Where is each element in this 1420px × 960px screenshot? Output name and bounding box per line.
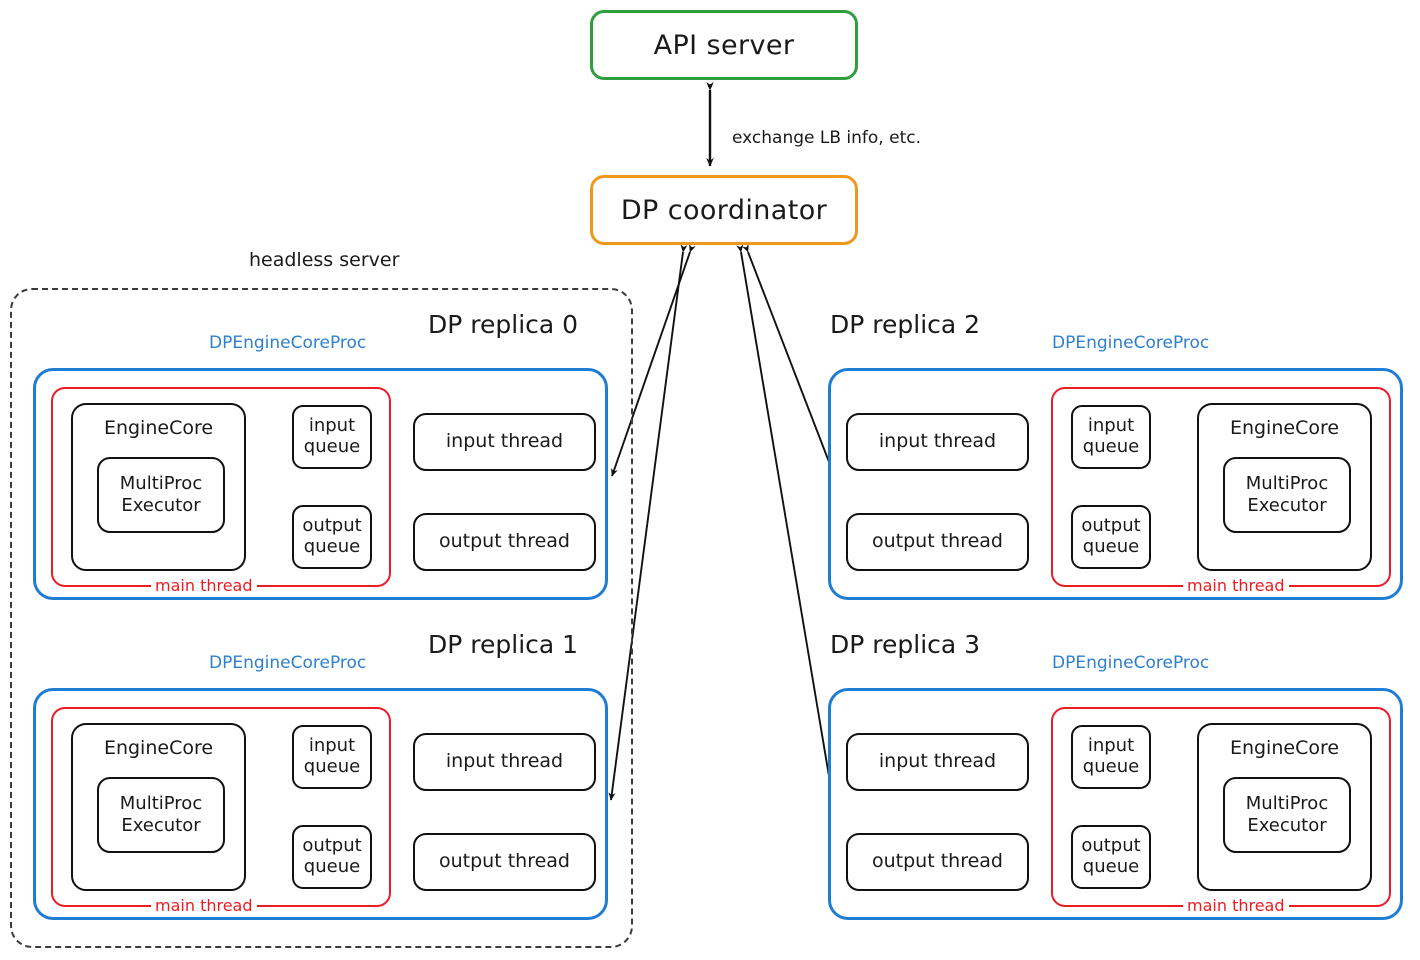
replica-3-title: DP replica 3 [830,630,981,659]
replica-0-main-thread-label: main thread [151,576,257,595]
replica-0-output-queue[interactable]: output queue [292,505,372,569]
multiproc-executor-line1: MultiProc [119,473,203,495]
headless-server-label: headless server [249,249,400,271]
replica-1-title: DP replica 1 [428,630,579,659]
replica-2-main-thread-label: main thread [1183,576,1289,595]
input-queue-line1: input [308,735,356,757]
replica-1-input-queue[interactable]: input queue [292,725,372,789]
output-queue-line2: queue [303,856,361,877]
output-queue-line2: queue [303,536,361,557]
multiproc-executor-line1: MultiProc [1245,793,1329,815]
replica-1-proc-box[interactable]: main thread EngineCore MultiProc Executo… [33,688,608,920]
output-thread-label: output thread [872,530,1003,553]
replica-0-multiproc-executor[interactable]: MultiProc Executor [97,457,225,533]
engine-core-label: EngineCore [1229,417,1340,439]
replica-0-engine-core[interactable]: EngineCore MultiProc Executor [71,403,246,571]
engine-core-label: EngineCore [103,737,214,759]
replica-0-proc-title: DPEngineCoreProc [209,333,367,353]
input-thread-label: input thread [445,430,564,453]
arrow-coordinator-replica-2 [742,243,837,481]
replica-3-proc-box[interactable]: main thread input thread output thread i… [828,688,1403,920]
output-thread-label: output thread [872,850,1003,873]
replica-3-input-thread[interactable]: input thread [846,733,1029,791]
engine-core-label: EngineCore [103,417,214,439]
output-queue-line2: queue [1082,536,1140,557]
input-thread-label: input thread [445,750,564,773]
input-queue-line1: input [1087,735,1135,757]
multiproc-executor-line2: Executor [1247,815,1327,836]
engine-core-label: EngineCore [1229,737,1340,759]
input-queue-line1: input [308,415,356,437]
replica-2-input-queue[interactable]: input queue [1071,405,1151,469]
multiproc-executor-line2: Executor [1247,495,1327,516]
input-queue-line2: queue [303,436,361,457]
replica-0-output-thread[interactable]: output thread [413,513,596,571]
dp-coordinator-label: DP coordinator [620,194,828,226]
output-queue-line1: output [302,835,362,857]
multiproc-executor-line1: MultiProc [1245,473,1329,495]
replica-3-output-thread[interactable]: output thread [846,833,1029,891]
replica-3-multiproc-executor[interactable]: MultiProc Executor [1223,777,1351,853]
replica-1-main-thread-label: main thread [151,896,257,915]
input-queue-line2: queue [1082,756,1140,777]
multiproc-executor-line2: Executor [121,815,201,836]
replica-0-title: DP replica 0 [428,310,579,339]
replica-1-output-thread[interactable]: output thread [413,833,596,891]
output-thread-label: output thread [439,530,570,553]
output-queue-line1: output [1081,515,1141,537]
output-queue-line1: output [1081,835,1141,857]
replica-0-input-thread[interactable]: input thread [413,413,596,471]
dp-coordinator-box[interactable]: DP coordinator [590,175,858,245]
api-server-label: API server [653,29,795,61]
api-server-box[interactable]: API server [590,10,858,80]
replica-3-proc-title: DPEngineCoreProc [1052,653,1210,673]
replica-2-input-thread[interactable]: input thread [846,413,1029,471]
arrow-coordinator-replica-3 [736,244,836,801]
output-thread-label: output thread [439,850,570,873]
replica-1-input-thread[interactable]: input thread [413,733,596,791]
replica-2-output-thread[interactable]: output thread [846,513,1029,571]
output-queue-line2: queue [1082,856,1140,877]
input-thread-label: input thread [878,430,997,453]
replica-3-main-thread-label: main thread [1183,896,1289,915]
input-queue-line1: input [1087,415,1135,437]
multiproc-executor-line1: MultiProc [119,793,203,815]
replica-2-proc-title: DPEngineCoreProc [1052,333,1210,353]
replica-2-title: DP replica 2 [830,310,981,339]
headless-server-boundary [10,288,633,948]
replica-3-output-queue[interactable]: output queue [1071,825,1151,889]
replica-1-engine-core[interactable]: EngineCore MultiProc Executor [71,723,246,891]
replica-1-multiproc-executor[interactable]: MultiProc Executor [97,777,225,853]
replica-2-output-queue[interactable]: output queue [1071,505,1151,569]
replica-3-engine-core[interactable]: EngineCore MultiProc Executor [1197,723,1372,891]
exchange-info-label: exchange LB info, etc. [732,128,921,148]
replica-2-engine-core[interactable]: EngineCore MultiProc Executor [1197,403,1372,571]
replica-2-proc-box[interactable]: main thread input thread output thread i… [828,368,1403,600]
replica-0-input-queue[interactable]: input queue [292,405,372,469]
input-queue-line2: queue [303,756,361,777]
replica-2-multiproc-executor[interactable]: MultiProc Executor [1223,457,1351,533]
input-thread-label: input thread [878,750,997,773]
replica-3-input-queue[interactable]: input queue [1071,725,1151,789]
output-queue-line1: output [302,515,362,537]
replica-1-proc-title: DPEngineCoreProc [209,653,367,673]
replica-1-output-queue[interactable]: output queue [292,825,372,889]
replica-0-proc-box[interactable]: main thread EngineCore MultiProc Executo… [33,368,608,600]
multiproc-executor-line2: Executor [121,495,201,516]
input-queue-line2: queue [1082,436,1140,457]
